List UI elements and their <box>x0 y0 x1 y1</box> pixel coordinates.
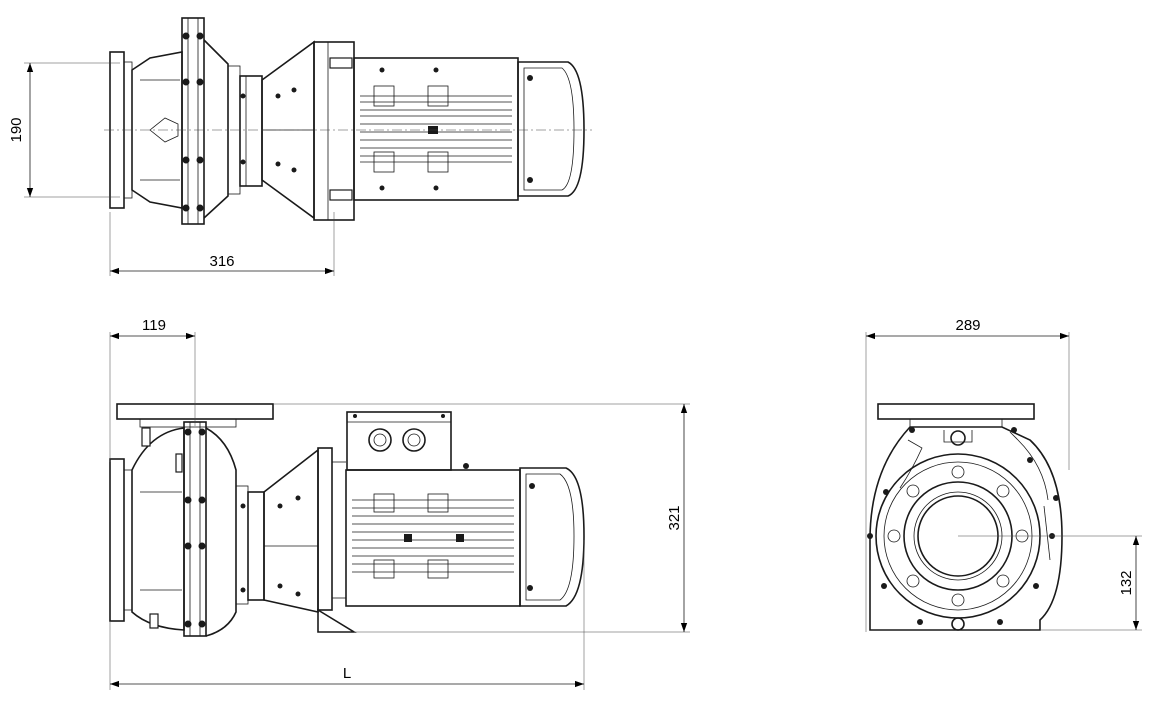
dim-side-height: 321 <box>666 505 683 530</box>
dim-end-width: 289 <box>955 317 980 334</box>
dim-top-length: 316 <box>209 253 234 270</box>
dim-side-total-length: L <box>343 665 351 682</box>
dim-end-axis-height: 132 <box>1118 570 1135 595</box>
side-view: 119 321 L <box>109 317 690 690</box>
dim-top-height: 190 <box>8 117 25 142</box>
dim-side-flange-offset: 119 <box>142 317 166 334</box>
end-view: 289 132 <box>865 317 1142 632</box>
top-view: 190 316 <box>8 17 592 276</box>
